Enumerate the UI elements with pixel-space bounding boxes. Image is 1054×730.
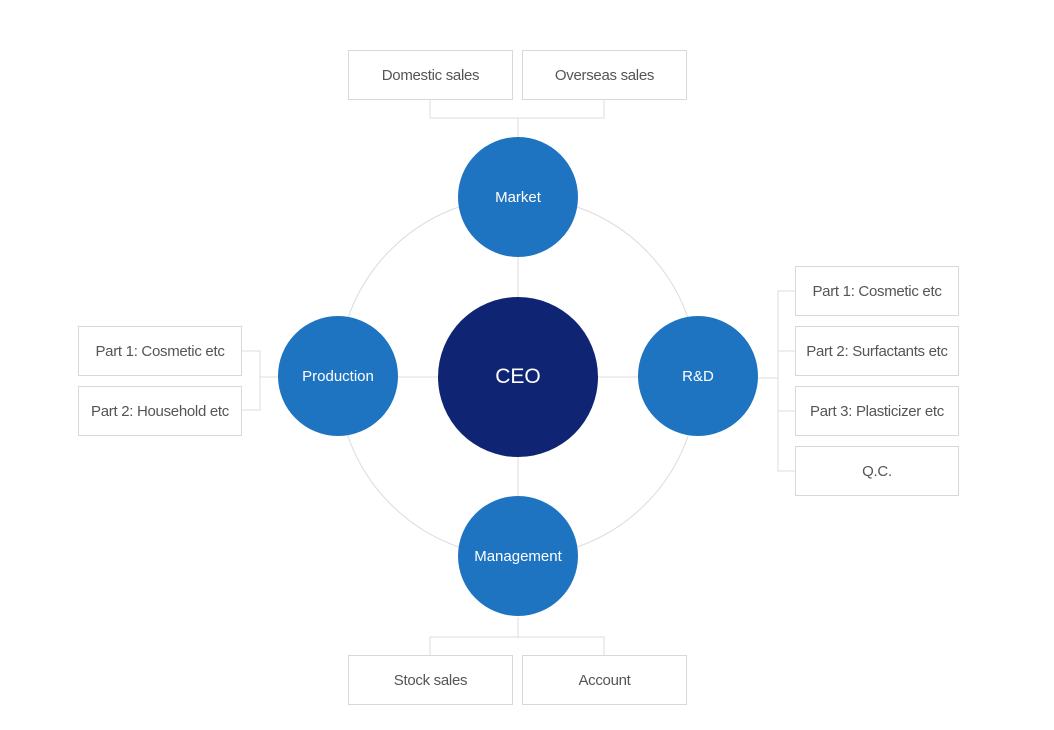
rnd-node: R&D xyxy=(638,316,758,436)
rnd-unit-box: Q.C. xyxy=(795,446,959,496)
rnd-label: R&D xyxy=(682,367,714,385)
management-unit-box: Stock sales xyxy=(348,655,513,705)
production-node: Production xyxy=(278,316,398,436)
market-node: Market xyxy=(458,137,578,257)
management-label: Management xyxy=(474,547,562,565)
rnd-unit-label: Part 3: Plasticizer etc xyxy=(810,402,944,420)
production-unit-label: Part 2: Household etc xyxy=(91,402,229,420)
connector-rnd-units xyxy=(777,290,795,472)
market-unit-label: Domestic sales xyxy=(381,66,480,84)
production-unit-box: Part 2: Household etc xyxy=(78,386,242,436)
market-label: Market xyxy=(495,188,541,206)
rnd-unit-label: Part 2: Surfactants etc xyxy=(806,342,948,360)
connector-production-units xyxy=(242,350,261,411)
ceo-node: CEO xyxy=(438,297,598,457)
rnd-unit-label: Part 1: Cosmetic etc xyxy=(812,282,942,300)
production-label: Production xyxy=(302,367,374,385)
connector-market-units xyxy=(429,99,605,119)
management-unit-box: Account xyxy=(522,655,687,705)
ceo-label: CEO xyxy=(495,365,541,388)
management-unit-label: Account xyxy=(578,671,631,689)
production-unit-box: Part 1: Cosmetic etc xyxy=(78,326,242,376)
rnd-unit-box: Part 3: Plasticizer etc xyxy=(795,386,959,436)
management-node: Management xyxy=(458,496,578,616)
market-unit-label: Overseas sales xyxy=(554,66,655,84)
market-unit-box: Overseas sales xyxy=(522,50,687,100)
connector-management-units xyxy=(429,636,605,655)
market-unit-box: Domestic sales xyxy=(348,50,513,100)
management-unit-label: Stock sales xyxy=(393,671,468,689)
production-unit-label: Part 1: Cosmetic etc xyxy=(95,342,225,360)
rnd-unit-box: Part 2: Surfactants etc xyxy=(795,326,959,376)
rnd-unit-box: Part 1: Cosmetic etc xyxy=(795,266,959,316)
rnd-unit-label: Q.C. xyxy=(862,462,892,480)
